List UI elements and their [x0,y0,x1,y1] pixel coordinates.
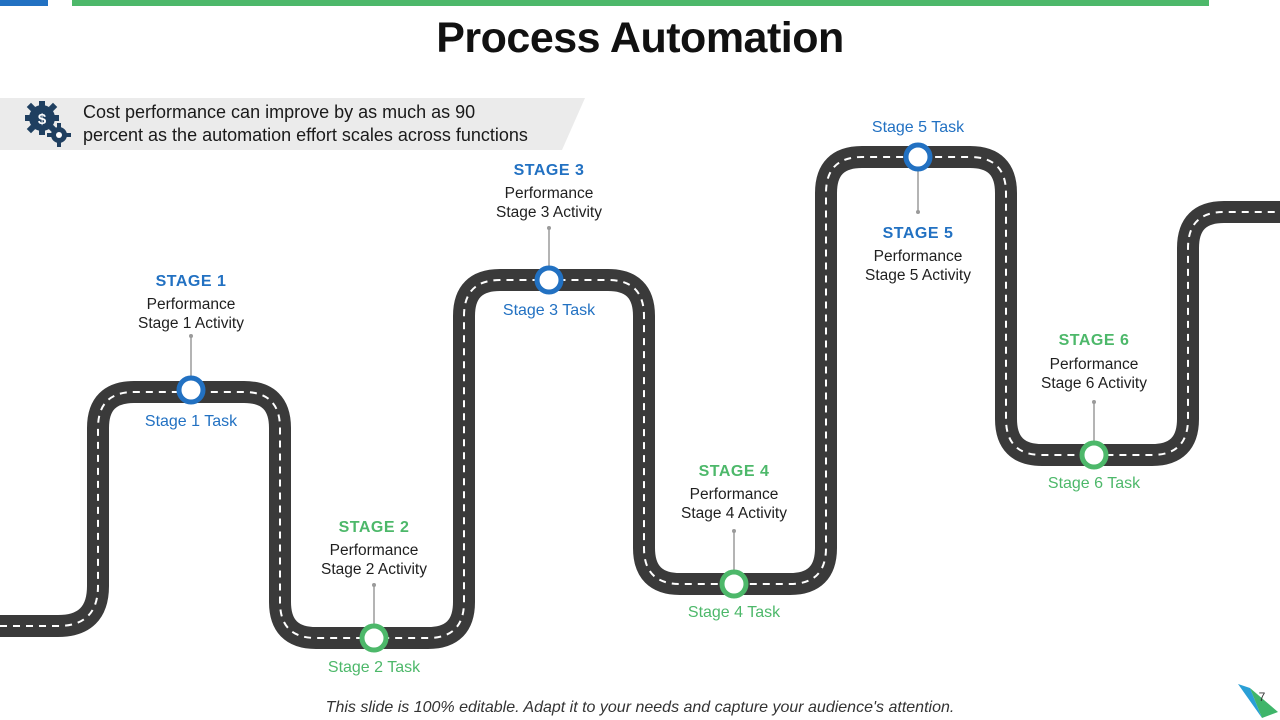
stage-1-task: Stage 1 Task [144,413,238,430]
stage-4-connector-dot [732,529,736,533]
stage-2-desc-line-2: Stage 2 Activity [321,561,427,578]
dollar-gears-icon: $ [25,101,71,147]
stage-6-connector-dot [1092,400,1096,404]
stage-3-connector-dot [547,226,551,230]
stage-6-desc-line-2: Stage 6 Activity [1041,375,1147,392]
stage-3-task: Stage 3 Task [502,302,596,319]
brand-logo [1238,684,1278,718]
stage-6-task: Stage 6 Task [1047,475,1141,492]
stage-2-description: Performance Stage 2 Activity [274,541,474,579]
stage-5-desc-line-2: Stage 5 Activity [865,267,971,284]
stage-4-marker [719,569,749,599]
stage-2-task: Stage 2 Task [327,659,421,676]
stage-6-marker [1079,440,1109,470]
stage-4-description: Performance Stage 4 Activity [634,485,834,523]
stage-4-desc-line-2: Stage 4 Activity [681,505,787,522]
slide-title: Process Automation [436,14,844,62]
stage-1-heading: STAGE 1 [155,273,227,290]
stage-3-desc-line-2: Stage 3 Activity [496,204,602,221]
stage-6-desc-line-1: Performance [1049,356,1139,373]
stage-4-task: Stage 4 Task [687,604,781,621]
page-number: 7 [1258,690,1266,704]
stage-2-desc-line-1: Performance [329,542,419,559]
stage-5-marker [903,142,933,172]
road-center-line [0,156,1280,639]
footer-note: This slide is 100% editable. Adapt it to… [325,699,955,716]
stage-1-desc-line-2: Stage 1 Activity [138,315,244,332]
stage-3-marker [534,265,564,295]
stage-5-heading: STAGE 5 [882,225,954,242]
svg-text:$: $ [38,111,47,128]
stage-6-heading: STAGE 6 [1058,332,1130,349]
top-right-accent-bar [72,0,1209,6]
stage-4-desc-line-1: Performance [689,486,779,503]
callout-line-2: percent as the automation effort scales … [83,125,528,145]
stage-5-connector-dot [916,210,920,214]
callout-text: Cost performance can improve by as much … [83,101,563,147]
callout-line-1: Cost performance can improve by as much … [83,102,476,122]
stage-1-desc-line-1: Performance [146,296,236,313]
stage-6-description: Performance Stage 6 Activity [994,355,1194,393]
stage-5-task: Stage 5 Task [871,119,965,136]
stage-2-marker [359,623,389,653]
stage-5-description: Performance Stage 5 Activity [818,247,1018,285]
stage-1-connector-dot [189,334,193,338]
stage-3-description: Performance Stage 3 Activity [449,184,649,222]
stage-4-heading: STAGE 4 [698,463,770,480]
stage-1-marker [176,375,206,405]
stage-3-desc-line-1: Performance [504,185,594,202]
stage-2-connector-dot [372,583,376,587]
stage-3-heading: STAGE 3 [513,162,585,179]
top-left-accent-bar [0,0,48,6]
stage-5-desc-line-1: Performance [873,248,963,265]
stage-2-heading: STAGE 2 [338,519,410,536]
stage-1-description: Performance Stage 1 Activity [91,295,291,333]
callout-banner [0,98,585,150]
